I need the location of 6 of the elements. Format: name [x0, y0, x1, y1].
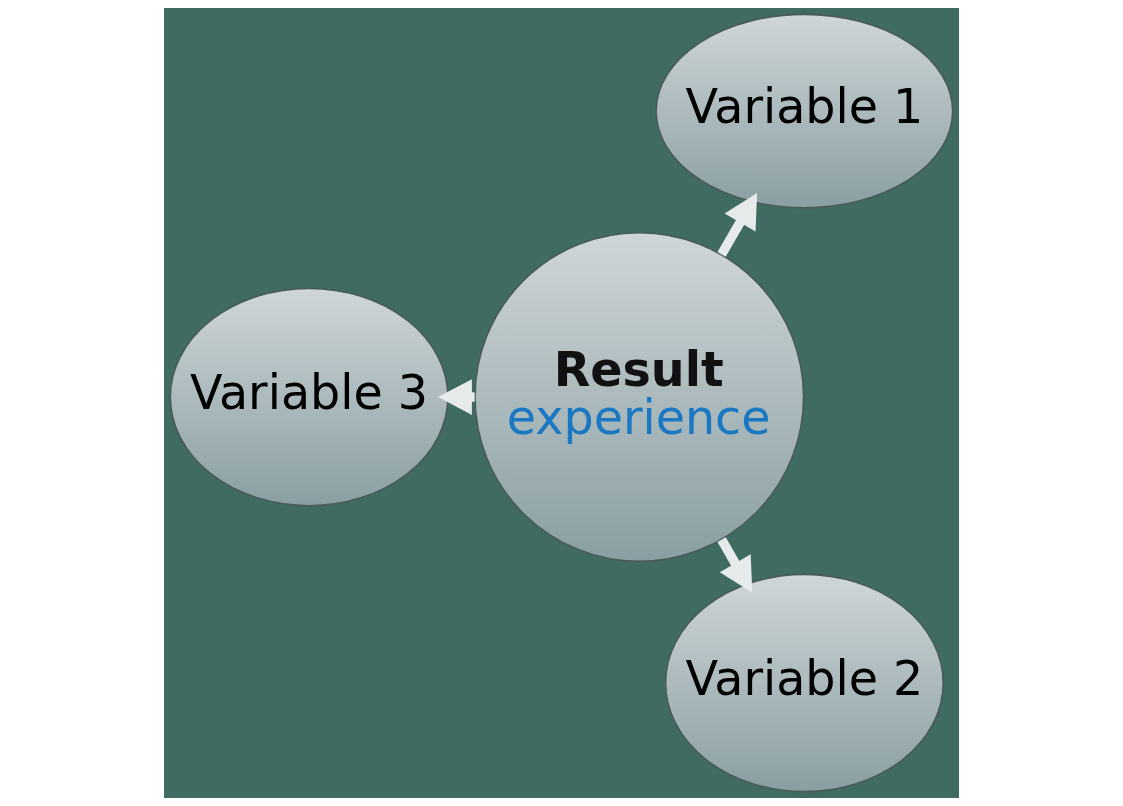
- node-ellipse: Variable 3: [169, 287, 449, 507]
- node-circle: Result experience: [474, 231, 805, 563]
- node-ellipse: Variable 1: [655, 13, 954, 209]
- arrow: [717, 193, 758, 257]
- arrow: [717, 537, 753, 593]
- node-ellipse: Variable 2: [664, 573, 944, 793]
